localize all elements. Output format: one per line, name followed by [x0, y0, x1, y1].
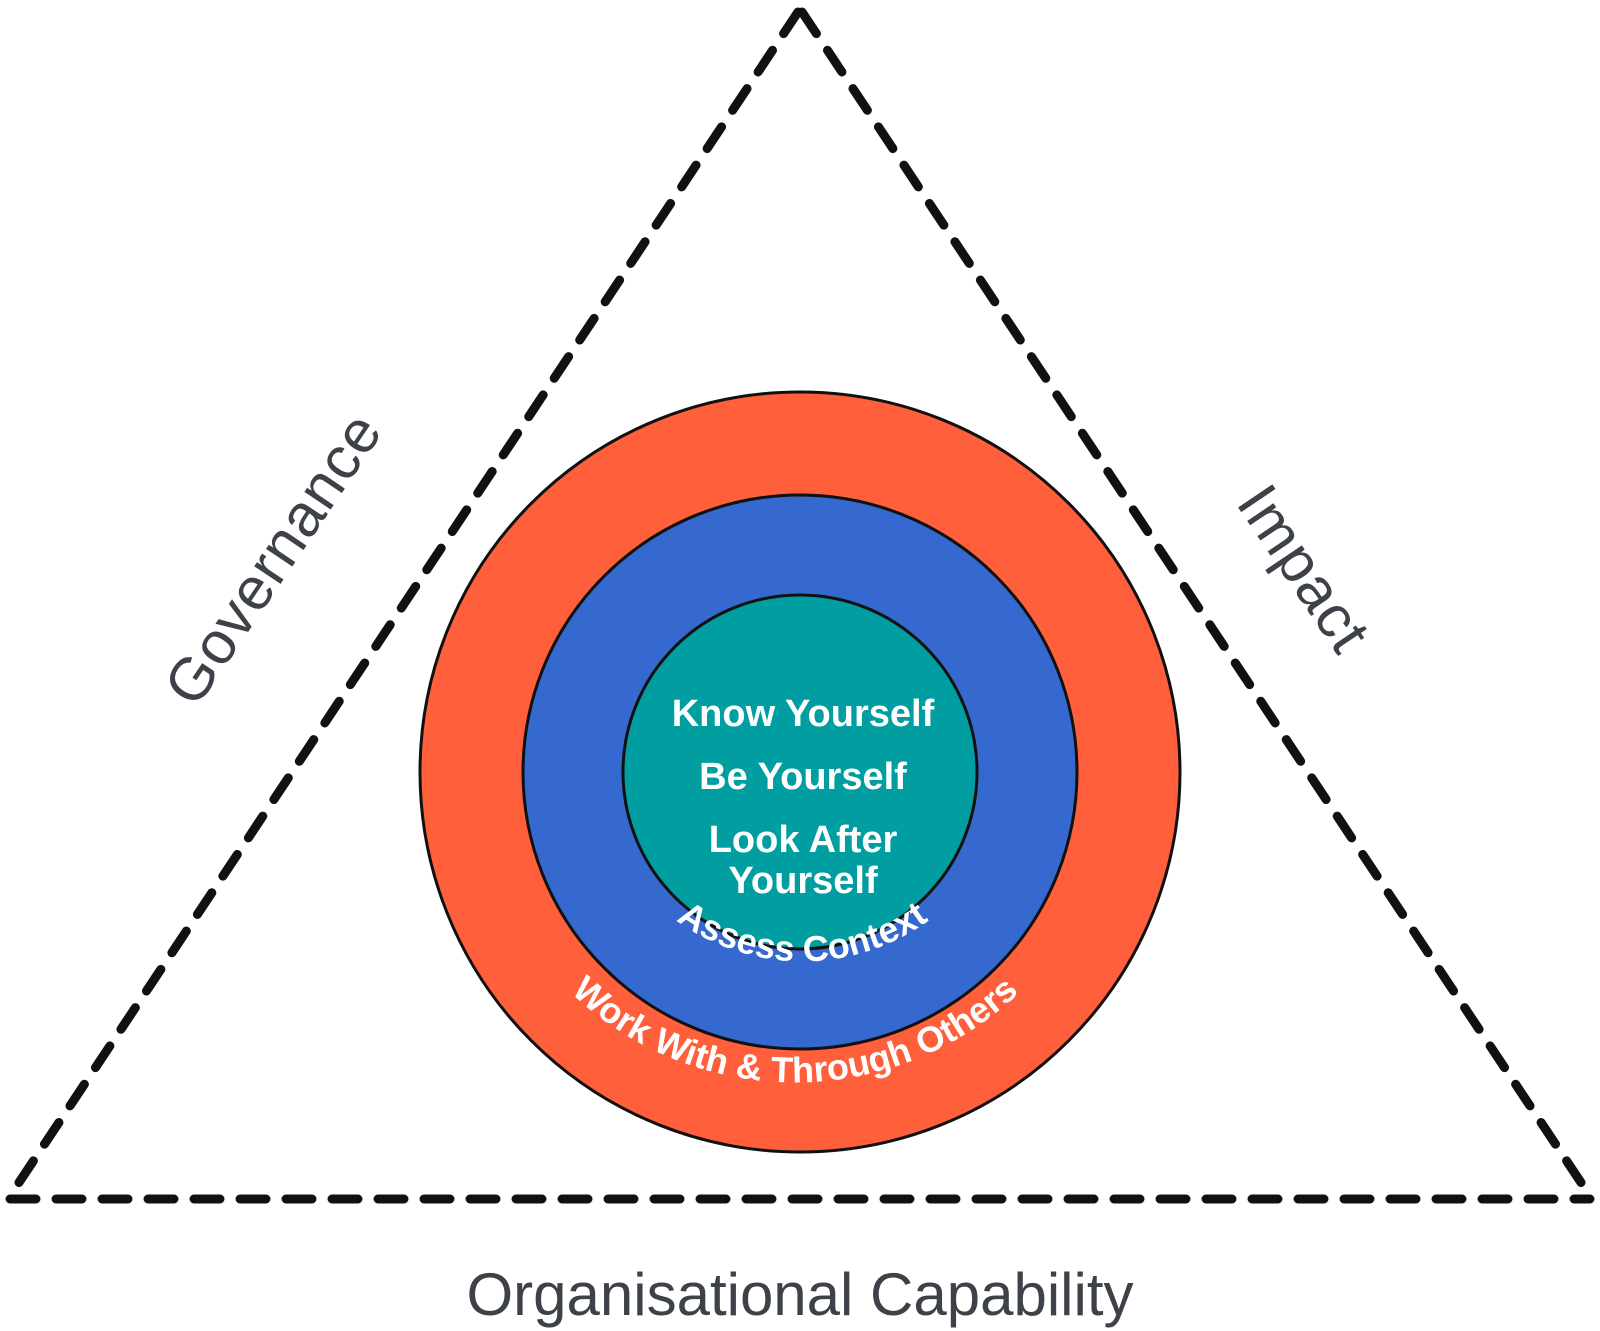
core-line-yourself: Yourself [728, 860, 878, 902]
triangle-left-edge [5, 7, 803, 1201]
dashed-triangle [5, 7, 1595, 1204]
core-line-be-yourself: Be Yourself [699, 756, 907, 798]
core-line-look-after: Look After [709, 819, 898, 861]
concentric-circles [418, 390, 1182, 1154]
core-text-group: Know Yourself Be Yourself Look After You… [672, 693, 935, 902]
triangle-right-edge [797, 7, 1595, 1201]
core-line-know-yourself: Know Yourself [672, 693, 935, 735]
core-circle [621, 593, 979, 951]
organisational-capability-label: Organisational Capability [466, 1261, 1133, 1328]
impact-label: Impact [1224, 473, 1384, 665]
